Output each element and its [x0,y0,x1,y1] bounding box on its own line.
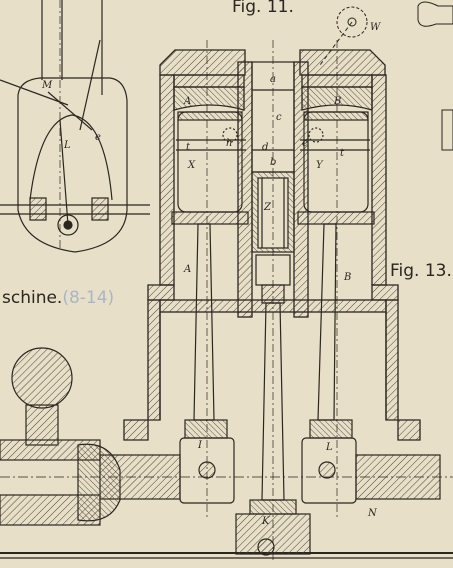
label-L-small: L [63,140,71,151]
fig13-caption: Fig. 13. [390,261,452,281]
label-W: W [370,22,381,33]
flywheel [0,347,121,526]
label-L: L [325,442,333,453]
label-K: K [261,516,270,527]
label-t1: t [186,142,191,153]
fig11-caption: Fig. 11. [232,0,294,17]
label-B1: B [333,96,341,107]
label-A2: A [183,264,191,275]
label-B2: B [343,272,351,283]
label-e: e [302,138,308,149]
label-I: I [197,440,203,451]
label-a: a [270,74,276,85]
label-A1: A [183,96,191,107]
label-X: X [187,160,196,171]
label-M: M [41,80,53,91]
label-t2: t [340,148,345,159]
label-c: c [276,112,282,123]
fig11-mechanism [0,0,150,253]
label-N: N [367,508,378,519]
machine-caption-ref: (8-14) [62,288,114,308]
centre-lines [59,0,338,560]
piston-Y [297,111,375,225]
label-e-small: e [95,132,101,143]
machine-caption: schine.(8-14) [2,288,114,308]
label-Z: Z [263,202,272,213]
connecting-rods [184,223,353,515]
label-Y: Y [316,160,324,171]
label-h: h [226,138,232,149]
label-b: b [270,157,276,168]
machine-caption-word: schine. [2,288,62,308]
label-d: d [262,142,268,153]
piston-X [171,111,249,225]
crank-disc-W [319,1,453,151]
